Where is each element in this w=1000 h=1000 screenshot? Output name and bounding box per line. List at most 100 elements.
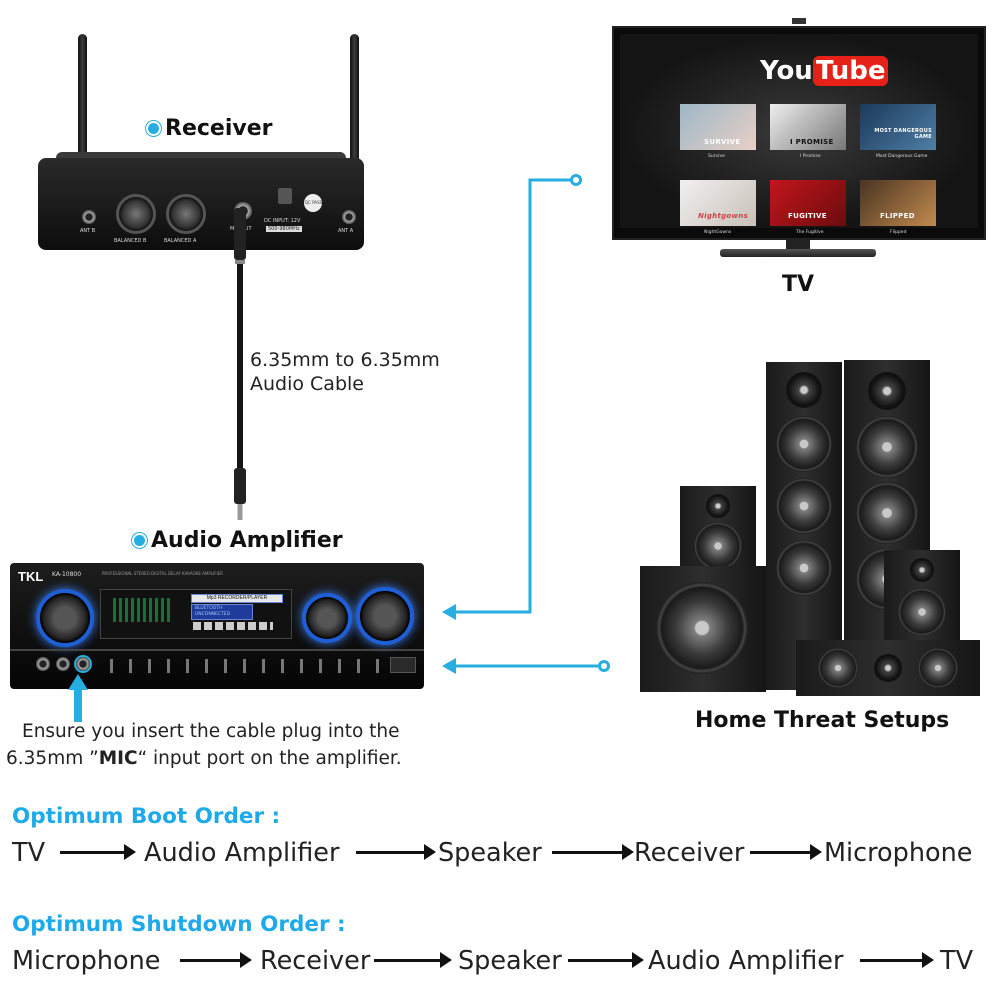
right-arrow-icon (356, 844, 436, 860)
video-thumbnail: MOST DANGEROUS GAME (860, 104, 936, 150)
woofer (776, 478, 832, 534)
woofer (856, 416, 918, 478)
tweeter (706, 494, 730, 518)
up-arrow-icon (68, 674, 88, 722)
tv-camera (792, 18, 806, 24)
mic-input-port (76, 657, 90, 671)
amplifier-label: Audio Amplifier (134, 528, 343, 553)
lcd-title: Mp3 RECORDER/PLAYER (191, 594, 283, 603)
right-arrow-icon (750, 844, 822, 860)
amplifier-divider (10, 649, 424, 651)
amplifier-display-panel: Mp3 RECORDER/PLAYER BLUETOOTH UNCONNECTE… (100, 589, 292, 639)
level-meter (113, 598, 173, 622)
cable-plug-top (234, 208, 246, 260)
thumbnail-caption: Nightgowns (698, 212, 749, 220)
boot-order-title: Optimum Boot Order : (12, 804, 281, 829)
audio-cable (234, 208, 246, 520)
volume-knob-right (360, 591, 410, 641)
instruction-line2: 6.35mm ”MIC“ input port on the amplifier… (6, 745, 402, 772)
boot-step: Receiver (634, 838, 745, 868)
lcd-screen: BLUETOOTH UNCONNECTED (191, 604, 253, 620)
right-arrow-icon (552, 844, 634, 860)
shutdown-step: Audio Amplifier (648, 946, 844, 976)
bookshelf-speaker-right (884, 550, 960, 646)
youtube-logo-tube: Tube (812, 56, 889, 86)
cable-plug-bottom (234, 468, 246, 504)
right-arrow-icon (860, 952, 934, 968)
thumbnail-caption: FUGITIVE (788, 212, 827, 220)
amplifier-model: KA-10800 (52, 571, 82, 578)
woofer (694, 522, 742, 570)
blue-dot-icon (134, 535, 145, 546)
mic-2-jack (56, 657, 70, 671)
cable-instruction: Ensure you insert the cable plug into th… (22, 718, 400, 745)
amplifier-subtitle: PROFESSIONAL STEREO DIGITAL DELAY KARAOK… (102, 571, 223, 576)
woofer (776, 540, 832, 596)
arrowhead-icon (442, 658, 456, 674)
balanced-b-port (116, 194, 156, 234)
amplifier-brand: TKL (18, 569, 44, 584)
bookshelf-speaker-left (680, 486, 756, 580)
dc-input-label: DC INPUT: 12V (264, 218, 301, 224)
shutdown-step: Receiver (260, 946, 371, 976)
thumbnail-caption: I PROMISE (790, 138, 834, 146)
shutdown-order-title: Optimum Shutdown Order : (12, 912, 346, 937)
balanced-a-port (166, 194, 206, 234)
boot-step: Microphone (824, 838, 973, 868)
dc-power-port (278, 188, 292, 204)
thumbnail-title: Survive (708, 154, 725, 159)
right-arrow-icon (568, 952, 644, 968)
instruction-line2-post: “ input port on the amplifier. (137, 748, 402, 769)
shutdown-step: TV (940, 946, 974, 976)
frequency-label: 500-980MHz (266, 226, 302, 232)
tv-stand-neck (786, 240, 810, 250)
blue-dot-icon (148, 123, 159, 134)
receiver-body: ANT B BALANCED B BALANCED A MIC OUT DC I… (38, 158, 364, 250)
instruction-line2-pre: 6.35mm ” (6, 748, 99, 769)
receiver-label: Receiver (148, 116, 272, 141)
cable-cord (237, 264, 243, 468)
speakers-label: Home Threat Setups (695, 708, 950, 733)
boot-order-row: TV Audio Amplifier Speaker Receiver Micr… (12, 838, 992, 872)
ant-a-jack (342, 210, 356, 224)
video-thumbnail: FUGITIVE (770, 180, 846, 226)
ant-b-label: ANT B (80, 228, 96, 234)
amplifier-label-text: Audio Amplifier (151, 528, 343, 553)
mic-1-jack (36, 657, 50, 671)
eq-knob-row (102, 659, 392, 673)
thumbnail-title: NightGowns (704, 230, 732, 235)
connector-ring-icon (570, 174, 582, 186)
boot-step: Speaker (438, 838, 542, 868)
instruction-line1: Ensure you insert the cable plug into th… (22, 721, 400, 742)
tv-to-amplifier-line (448, 178, 572, 614)
subwoofer-driver (656, 582, 748, 674)
shutdown-order-row: Microphone Receiver Speaker Audio Amplif… (12, 946, 992, 980)
volume-knob-left (40, 593, 90, 643)
woofer (898, 588, 946, 636)
cable-tip (237, 504, 243, 520)
woofer (776, 416, 832, 472)
right-arrow-icon (60, 844, 136, 860)
shutdown-step: Speaker (458, 946, 562, 976)
power-switch (390, 657, 416, 673)
subwoofer (640, 566, 766, 692)
lcd-line2: UNCONNECTED (195, 612, 231, 617)
player-buttons (193, 622, 273, 630)
woofer (856, 482, 918, 544)
instruction-mic-word: MIC (98, 748, 138, 769)
ant-b-jack (82, 210, 96, 224)
center-speaker (796, 640, 980, 696)
woofer (818, 648, 858, 688)
qc-pass-badge: QC PASS (304, 194, 322, 212)
balanced-b-label: BALANCED B (114, 238, 147, 244)
tweeter (786, 372, 822, 408)
balanced-a-label: BALANCED A (164, 238, 197, 244)
tv-label: TV (782, 272, 815, 297)
cable-label: 6.35mm to 6.35mm Audio Cable (250, 348, 440, 396)
tweeter (910, 558, 934, 582)
right-arrow-icon (180, 952, 252, 968)
thumbnail-caption: MOST DANGEROUS GAME (874, 128, 932, 140)
video-thumbnail: Nightgowns (680, 180, 756, 226)
cable-ring-top (235, 260, 245, 264)
